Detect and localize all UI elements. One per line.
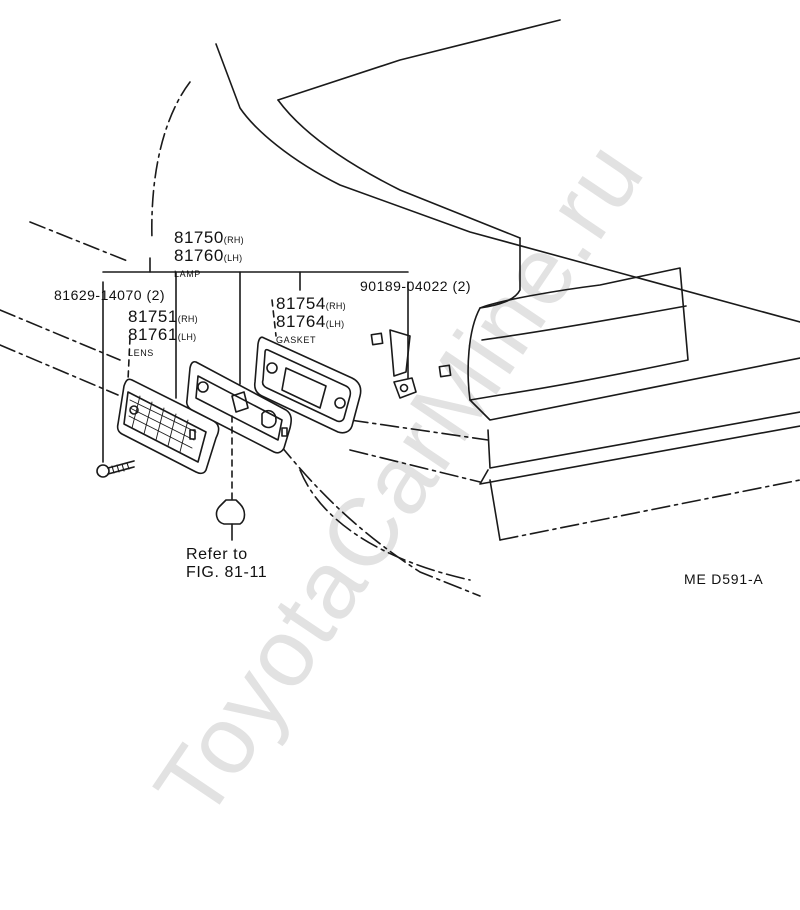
lens-texture-line [128, 415, 193, 449]
bulb-part [215, 415, 246, 541]
lens-lh-side: (LH) [177, 332, 197, 342]
lens-texture-line [129, 399, 197, 433]
clip-number: 90189-04022 [360, 278, 449, 294]
bulb-socket-right [261, 409, 277, 429]
lens-rh-side: (RH) [177, 314, 198, 324]
screw-thread [111, 462, 130, 474]
rear-bumper-lower [479, 425, 800, 485]
wheel-arch-curve [259, 419, 481, 597]
gasket-part-label: 81754(RH) 81764(LH) GASKET [276, 295, 346, 347]
rear-bumper-face [487, 411, 800, 469]
screw-number: 81629-14070 [54, 287, 143, 303]
refer-line-2: FIG. 81-11 [186, 564, 268, 582]
bumper-side-line [349, 419, 489, 441]
gasket-part [253, 336, 362, 434]
gasket-outline [253, 336, 362, 434]
clip-quantity: (2) [452, 278, 472, 294]
gasket-name: GASKET [276, 335, 317, 345]
bumper-corner-curve [489, 479, 501, 541]
clip-part-label: 90189-04022 (2) [360, 279, 471, 295]
gasket-inner-outline [261, 348, 352, 423]
screw-part [96, 281, 135, 478]
lamp-rh-number: 81750 [174, 228, 224, 247]
lens-leader [127, 337, 131, 381]
bumper-side-line-2 [349, 449, 481, 483]
gasket-lh-side: (LH) [325, 319, 345, 329]
mount-opening [389, 329, 411, 377]
lens-texture-line [179, 419, 189, 453]
fender-line-upper [29, 221, 131, 263]
body-side-line-2 [0, 344, 119, 396]
car-body [0, 19, 800, 597]
lens-texture-line [131, 395, 141, 429]
lens-lh-number: 81761 [128, 325, 178, 344]
gasket-lh-number: 81764 [276, 312, 326, 331]
lamp-name: LAMP [174, 269, 201, 279]
lamp-housing-tab [281, 427, 288, 437]
refer-line-1: Refer to [186, 546, 248, 563]
lamp-lh-side: (LH) [223, 253, 243, 263]
refer-label: Refer to FIG. 81-11 [186, 546, 267, 583]
rear-bumper-top [469, 357, 800, 421]
mount-hole-left [370, 332, 384, 346]
lens-tab [189, 429, 196, 440]
rear-window-frame [277, 99, 521, 239]
rear-window-line [277, 19, 561, 101]
lamp-housing-part [185, 360, 292, 454]
lens-texture-line [129, 407, 195, 441]
gasket-window [281, 367, 327, 409]
clip-part [393, 281, 417, 399]
lens-outline [116, 378, 220, 475]
gasket-hole-left [266, 362, 278, 374]
lamp-housing-hole-left [197, 381, 209, 393]
body-side-line [0, 309, 121, 361]
gasket-leader [271, 299, 277, 337]
roof-edge-line [215, 43, 800, 323]
quarter-panel-edge [299, 469, 471, 581]
tail-lamp-lens-line [481, 305, 687, 341]
lamp-housing-inner [195, 375, 283, 441]
bulb-glass [215, 499, 246, 525]
lens-inner-face [123, 391, 207, 463]
screw-head [96, 464, 110, 478]
screw-quantity: (2) [146, 287, 166, 303]
clip-hole [399, 383, 409, 393]
lamp-part-label: 81750(RH) 81760(LH) LAMP [174, 229, 244, 281]
c-pillar-curve [151, 81, 191, 241]
lens-texture-line [143, 401, 153, 435]
lower-body-line [499, 479, 800, 541]
lens-name: LENS [128, 348, 154, 358]
bulb-socket-left [231, 391, 249, 413]
lens-part-label: 81751(RH) 81761(LH) LENS [128, 308, 198, 360]
lens-texture-line [167, 413, 177, 447]
lens-texture-line [155, 407, 165, 441]
lens-part [116, 378, 220, 475]
gasket-hole-right [334, 397, 346, 409]
mount-hole-right [438, 364, 452, 378]
lamp-lh-number: 81760 [174, 246, 224, 265]
screw-part-label: 81629-14070 (2) [54, 288, 165, 304]
gasket-rh-number: 81754 [276, 294, 326, 313]
leader-lines [102, 257, 409, 399]
lens-rh-number: 81751 [128, 307, 178, 326]
figure-code: ME D591-A [684, 571, 764, 587]
lens-screw-hole [129, 405, 139, 415]
clip-body [393, 377, 417, 399]
gasket-rh-side: (RH) [325, 301, 346, 311]
tail-lamp-outline [467, 267, 689, 401]
body-mounting-holes [370, 329, 452, 378]
lens-texture [128, 395, 197, 453]
lamp-rh-side: (RH) [223, 235, 244, 245]
trunk-lid-edge [479, 237, 521, 309]
